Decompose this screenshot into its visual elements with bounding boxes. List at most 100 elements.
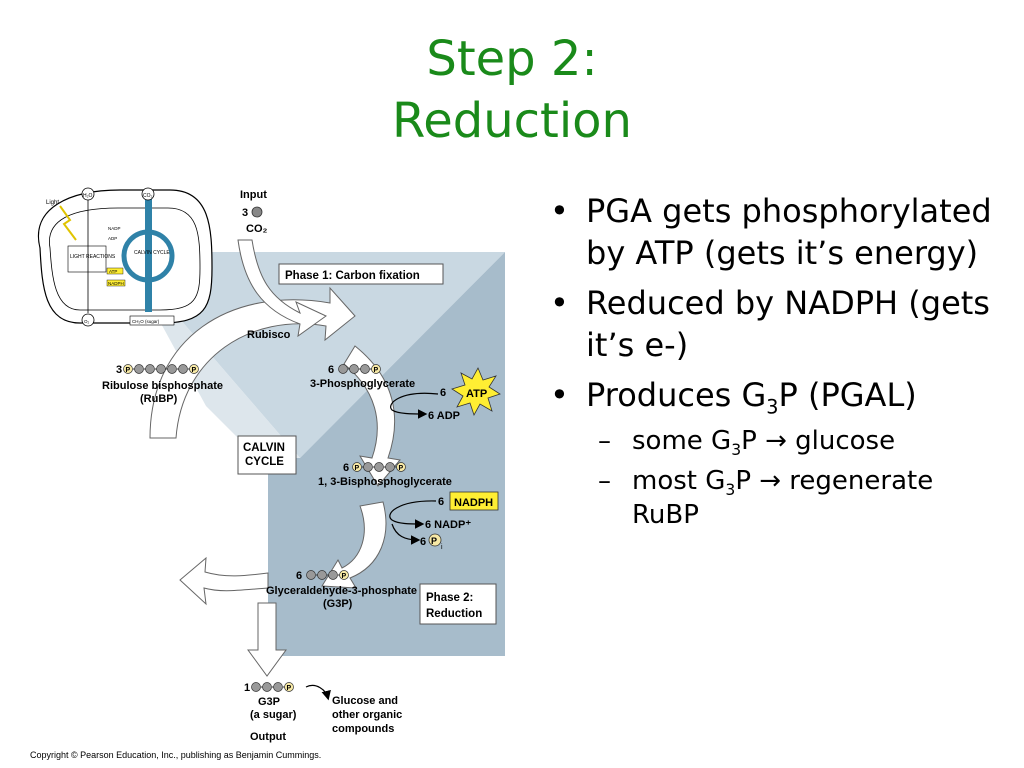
carbon-icon	[273, 682, 283, 692]
output-g3p-icon: P	[251, 682, 294, 692]
bullet-marker: •	[550, 284, 569, 322]
phosphate-icon	[339, 570, 349, 580]
adp-thumb-label: ADP	[108, 236, 117, 241]
output-label: Output	[250, 731, 286, 743]
pga-name: 3-Phosphoglycerate	[310, 378, 415, 390]
inorganic-symbol: i	[441, 544, 443, 551]
calvin-cycle-line1: CALVIN	[243, 442, 285, 454]
input-co2: CO₂	[246, 223, 268, 235]
output-count: 1	[244, 682, 250, 694]
phase1-panel	[122, 252, 505, 458]
g3p-abbr: (G3P)	[323, 598, 353, 610]
carbon-icon	[251, 206, 263, 218]
input-count: 3	[242, 207, 248, 219]
carbon-icon	[178, 364, 188, 374]
bullet-marker: •	[550, 192, 569, 230]
bullet-text-part: 3	[725, 481, 736, 500]
phase2-line2: Reduction	[426, 608, 482, 620]
adp-label: 6 ADP	[428, 410, 460, 422]
glucose-line3: compounds	[332, 723, 394, 735]
nadp-thumb-label: NADP	[108, 226, 121, 231]
phosphate-icon	[352, 462, 362, 472]
cycle-arrow-left	[179, 556, 269, 606]
cycle-arrow-lower	[321, 501, 387, 589]
light-label: Light	[46, 200, 59, 206]
carbon-icon	[363, 462, 373, 472]
calvin-thumb-label: CALVIN CYCLE	[134, 250, 170, 256]
sugar-thumb-label: CH₂O (sugar)	[132, 319, 160, 324]
carbon-icon	[338, 364, 348, 374]
carbon-icon	[156, 364, 166, 374]
sub-bullet-item: –most G3P → regenerate RuBP	[548, 464, 998, 532]
phase2-line1: Phase 2:	[426, 592, 473, 604]
bullet-marker: •	[550, 376, 569, 414]
chloroplast-thumbnail: Light H₂O CO₂ NADP ADP LIGHT REACTIONS C…	[37, 187, 213, 327]
phosphate-icon	[284, 682, 294, 692]
sub-bullet-item: –some G3P → glucose	[548, 424, 998, 458]
phosphate-icon	[189, 364, 199, 374]
phosphate-icon	[428, 533, 442, 547]
dash-marker: –	[598, 466, 611, 496]
nadph-box	[449, 491, 499, 511]
bullet-text-part: some G	[632, 426, 732, 456]
atp-label: ATP	[466, 388, 487, 400]
bullet-text-part: PGA gets phosphorylated by ATP (gets it’…	[586, 192, 992, 272]
h2o-label: H₂O	[83, 193, 93, 199]
input-label: Input	[240, 189, 267, 201]
carbon-icon	[134, 364, 144, 374]
g3p-name: Glyceraldehyde-3-phosphate	[266, 585, 417, 597]
phosphate-icon	[396, 462, 406, 472]
svg-text:P: P	[287, 685, 292, 692]
svg-text:P: P	[342, 573, 347, 580]
carbon-icon	[385, 462, 395, 472]
bullet-text-part: P → glucose	[741, 426, 896, 456]
cycle-arrow-top	[149, 286, 356, 439]
pi-arrow	[391, 523, 421, 545]
bpg-count: 6	[343, 462, 349, 474]
carbon-icon	[374, 462, 384, 472]
atp-thumb-label: ATP	[109, 269, 117, 274]
output-sugar: (a sugar)	[250, 709, 297, 721]
light-reactions-label: LIGHT REACTIONS	[70, 254, 116, 260]
title-line-2: Reduction	[392, 93, 632, 149]
co2-thumb-label: CO₂	[143, 193, 153, 199]
svg-text:P: P	[192, 367, 197, 374]
nadph-count: 6	[438, 496, 444, 508]
calvin-cycle-diagram: Light H₂O CO₂ NADP ADP LIGHT REACTIONS C…	[37, 187, 505, 743]
rubisco-label: Rubisco	[247, 329, 291, 341]
carbon-icon	[251, 682, 261, 692]
svg-text:P: P	[399, 465, 404, 472]
carbon-icon	[167, 364, 177, 374]
carbon-icon	[349, 364, 359, 374]
output-g3p: G3P	[258, 696, 280, 708]
carbon-icon	[328, 570, 338, 580]
atp-count: 6	[440, 387, 446, 399]
carbon-icon	[262, 682, 272, 692]
bullet-text-part: P → regenerate RuBP	[632, 466, 934, 530]
rubp-abbr: (RuBP)	[140, 393, 178, 405]
rubp-count: 3	[116, 364, 122, 376]
nadph-label: NADPH	[454, 497, 493, 509]
dash-marker: –	[598, 426, 611, 456]
glucose-arrow	[305, 684, 331, 701]
pi-count: 6	[420, 536, 426, 548]
g3p-count: 6	[296, 570, 302, 582]
bullet-text-part: 3	[731, 441, 742, 460]
carbon-icon	[360, 364, 370, 374]
pga-molecule-icon: P	[338, 364, 381, 374]
bullet-text-part: Produces G	[586, 376, 767, 414]
bpg-name: 1, 3-Bisphosphoglycerate	[318, 476, 452, 488]
input-arrow	[237, 239, 327, 338]
phase1-box	[278, 263, 444, 285]
atp-starburst-icon	[451, 367, 501, 416]
carbon-icon	[306, 570, 316, 580]
output-arrow	[247, 602, 287, 677]
nadp-label: 6 NADP⁺	[425, 519, 471, 531]
phosphate-icon	[371, 364, 381, 374]
phosphate-icon	[123, 364, 133, 374]
atp-adp-arrow	[390, 392, 439, 419]
phase1-label: Phase 1: Carbon fixation	[285, 270, 420, 282]
calvin-cycle-line2: CYCLE	[245, 456, 284, 468]
